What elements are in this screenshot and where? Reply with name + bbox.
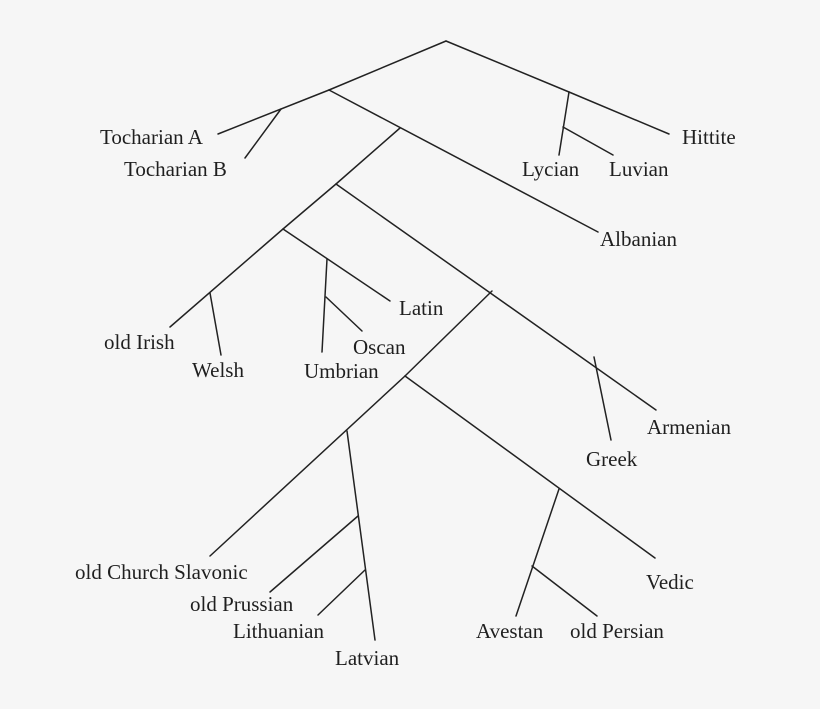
edge-to-armenian [335,183,657,411]
edge-old-prussian [269,515,359,593]
edge-tocharian-b [244,108,282,159]
leaf-vedic: Vedic [646,570,694,594]
edge-luvian [562,126,614,156]
edge-to-satem [404,290,493,377]
edge-old-persian [531,565,598,617]
edge-to-old-irish [169,228,284,328]
leaf-avestan: Avestan [476,619,544,643]
leaf-old-irish: old Irish [104,330,175,354]
edge-anatolian-to-hittite [568,91,670,135]
edge-welsh [209,292,222,356]
leaf-hittite: Hittite [682,125,736,149]
leaf-labels: Tocharian A Tocharian B Hittite Lycian L… [75,125,736,670]
edge-baltic-stem [346,430,376,641]
tree-edges [169,40,670,641]
leaf-lithuanian: Lithuanian [233,619,324,643]
leaf-oscan: Oscan [353,335,406,359]
edge-greek [593,356,612,441]
leaf-old-persian: old Persian [570,619,664,643]
edge-main-to-tocharian [217,89,330,135]
edge-lithuanian [317,569,366,616]
leaf-tocharian-b: Tocharian B [124,157,227,181]
edge-to-italo-celtic [282,183,337,230]
leaf-latin: Latin [399,296,444,320]
edge-to-latin [282,228,391,302]
leaf-tocharian-a: Tocharian A [100,125,204,149]
edge-to-vedic [404,375,656,559]
leaf-old-church-slavonic: old Church Slavonic [75,560,248,584]
leaf-luvian: Luvian [609,157,669,181]
edge-to-old-church-slavonic [209,375,406,557]
leaf-greek: Greek [586,447,638,471]
leaf-welsh: Welsh [192,358,244,382]
edge-oscan [325,296,363,332]
edge-anatolian-stem [558,91,570,156]
leaf-latvian: Latvian [335,646,400,670]
leaf-umbrian: Umbrian [304,359,379,383]
leaf-albanian: Albanian [600,227,677,251]
edge-main-to-albanian [328,89,599,233]
edge-root-to-anatolian [445,40,570,93]
edge-indo-iranian-stem [515,488,560,617]
leaf-armenian: Armenian [647,415,731,439]
leaf-old-prussian: old Prussian [190,592,294,616]
edge-to-italo-celtic-group [335,127,401,185]
leaf-lycian: Lycian [522,157,580,181]
edge-root-to-main [328,40,447,91]
edge-umbrian [321,258,328,353]
